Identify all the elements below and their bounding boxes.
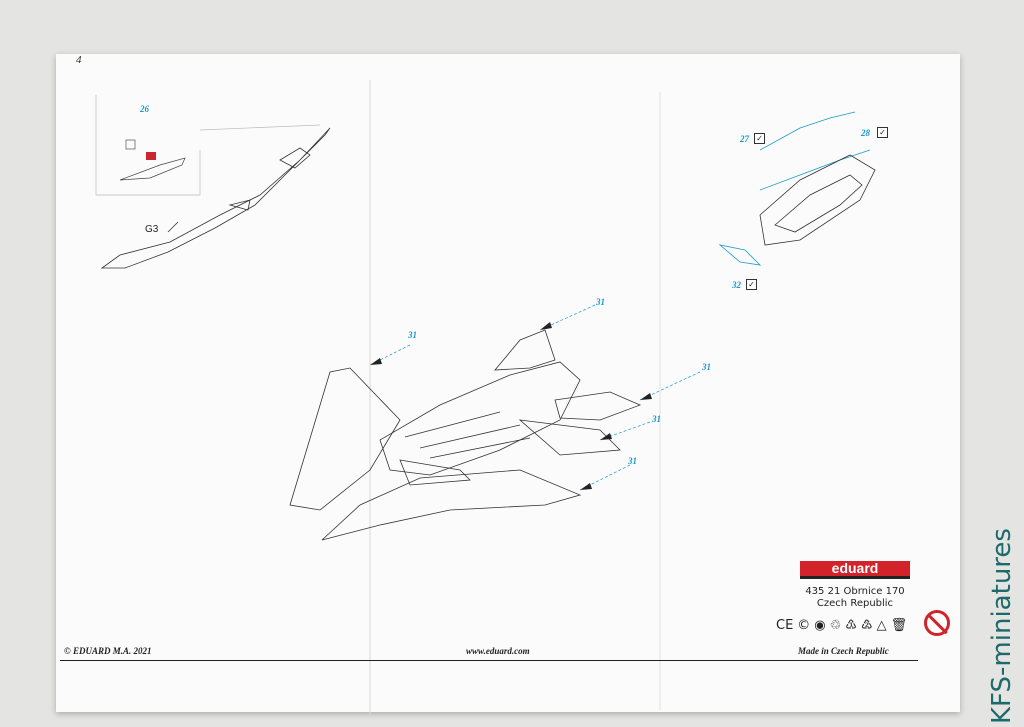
- detail-inset: [95, 95, 321, 196]
- address-line-1: 435 21 Obrnice 170: [805, 586, 905, 597]
- brand-name: eduard: [800, 561, 910, 579]
- part-label-g3: G3: [145, 224, 159, 235]
- callout-32: 32: [732, 280, 741, 290]
- check-box-27: ✓: [754, 133, 765, 144]
- instruction-sheet: [56, 54, 960, 712]
- callout-31-a: 31: [596, 297, 605, 307]
- callout-27: 27: [740, 134, 749, 144]
- pe-recycle-icon: ♲: [829, 617, 842, 633]
- compliance-symbols: CE © ◉ ♲ ♳ ♴ △ 🗑: [776, 612, 907, 638]
- copyright-icon: ©: [797, 617, 811, 633]
- no-children-warning-icon: [924, 610, 950, 636]
- callout-31-d: 31: [652, 414, 661, 424]
- address-line-2: Czech Republic: [816, 598, 894, 609]
- pictogram-recycle-icon: △: [876, 617, 887, 633]
- missile-part-g3: [100, 127, 331, 269]
- callout-arrows: [370, 322, 652, 490]
- canopy-frame: [759, 154, 876, 246]
- waste-bin-icon: 🗑: [890, 617, 908, 633]
- footer-copyright: © EDUARD M.A. 2021: [64, 646, 152, 656]
- footer-website: www.eduard.com: [466, 646, 530, 656]
- canopy-parts: [718, 111, 871, 266]
- green-dot-icon: ◉: [814, 617, 826, 633]
- watermark: KFS-miniatures: [987, 528, 1017, 724]
- pp-recycle-icon: ♴: [860, 617, 873, 633]
- footer-divider: [60, 660, 918, 661]
- watermark-text: KFS-miniatures: [987, 528, 1017, 724]
- airframe-main: [289, 329, 642, 541]
- ce-mark-icon: CE: [776, 617, 794, 633]
- check-box-28: ✓: [877, 127, 888, 138]
- footer-made-in: Made in Czech Republic: [798, 646, 889, 656]
- check-box-32: ✓: [746, 279, 757, 290]
- callout-31-e: 31: [628, 456, 637, 466]
- pap-recycle-icon: ♳: [845, 617, 857, 633]
- callout-26: 26: [140, 104, 149, 114]
- callout-28: 28: [861, 128, 870, 138]
- callout-31-c: 31: [702, 362, 711, 372]
- page-number: 4: [76, 54, 82, 66]
- eduard-logo: eduard: [800, 561, 910, 583]
- callout-31-b: 31: [408, 330, 417, 340]
